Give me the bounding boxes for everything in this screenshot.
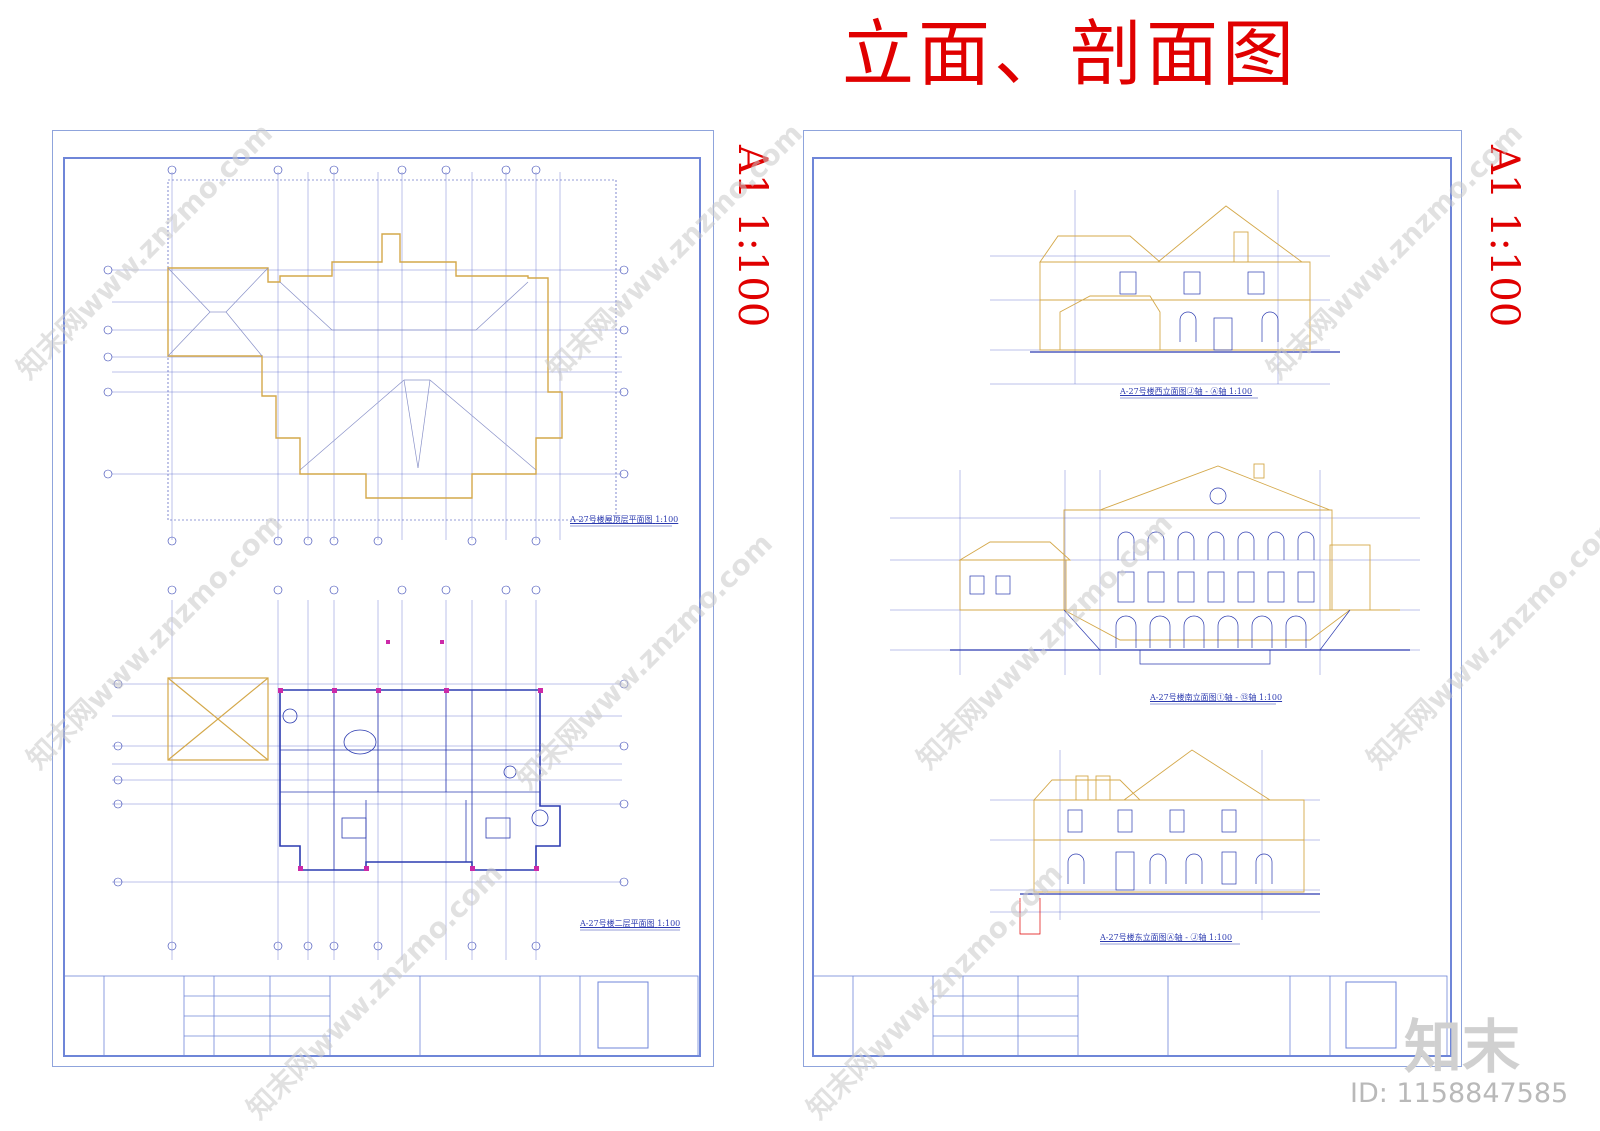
- west-elevation: [990, 190, 1340, 399]
- second-floor-plan-caption: A-27号楼二层平面图 1:100: [580, 919, 681, 928]
- west-elevation-caption: A-27号楼西立面图Ⓙ轴 - Ⓐ轴 1:100: [1120, 387, 1253, 396]
- east-elevation: [990, 749, 1320, 945]
- east-elevation-caption: A-27号楼东立面图Ⓐ轴 - Ⓙ轴 1:100: [1100, 933, 1233, 942]
- page-title: 立面、剖面图: [842, 12, 1299, 96]
- second-floor-plan: [112, 585, 680, 960]
- south-elevation-caption: A-27号楼南立面图①轴 - ⑬轴 1:100: [1150, 693, 1283, 702]
- logo: 知末: [1404, 1013, 1521, 1081]
- plan-sheet: [52, 130, 714, 1067]
- elevation-sheet: [803, 130, 1462, 1067]
- right-title-block: [812, 975, 1448, 1057]
- image-id: ID: 1158847585: [1350, 1078, 1569, 1109]
- roof-plan-caption: A-27号楼屋顶层平面图 1:100: [570, 515, 679, 524]
- roof-plan: [103, 165, 672, 546]
- left-title-block: [63, 975, 699, 1057]
- south-elevation: [890, 463, 1420, 705]
